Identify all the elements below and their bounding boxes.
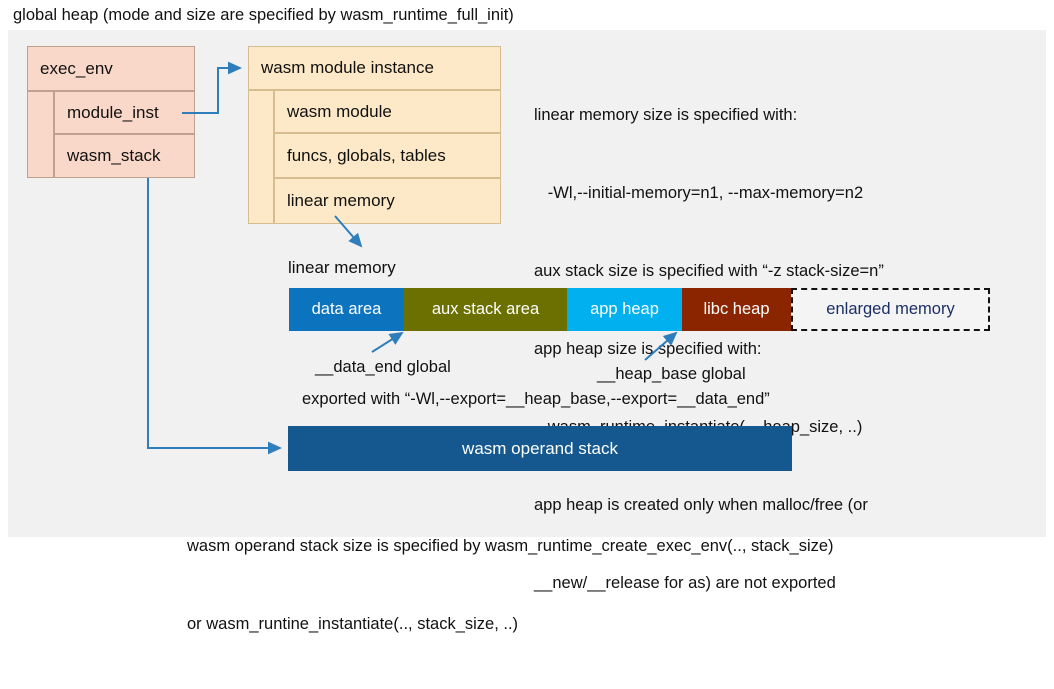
memory-segment-libc-heap: libc heap: [682, 288, 791, 331]
notes-line: -Wl,--initial-memory=n1, --max-memory=n2: [534, 184, 864, 202]
notes-line: linear memory size is specified with:: [534, 106, 798, 124]
module-instance-header: wasm module instance: [248, 46, 501, 90]
page-title: global heap (mode and size are specified…: [13, 6, 514, 24]
memory-config-notes: linear memory size is specified with: -W…: [534, 50, 1034, 648]
memory-segment-libc-heap-label: libc heap: [703, 300, 770, 318]
memory-segment-app-heap-label: app heap: [590, 300, 659, 318]
memory-segment-enlarged-memory: enlarged memory: [791, 288, 990, 331]
exec-env-row-wasm-stack: wasm_stack: [54, 134, 195, 178]
annotation-heap-base-global: __heap_base global: [597, 365, 746, 383]
linear-memory-layout-bar: data area aux stack area app heap libc h…: [289, 288, 990, 331]
annotation-exported-with: exported with “-Wl,--export=__heap_base,…: [302, 390, 770, 408]
memory-segment-enlarged-memory-label: enlarged memory: [826, 300, 955, 318]
operand-stack-notes: wasm operand stack size is specified by …: [187, 481, 834, 689]
exec-env-row-module-inst-label: module_inst: [67, 102, 159, 122]
notes-line: app heap is created only when malloc/fre…: [534, 496, 868, 514]
bottom-notes-line: wasm operand stack size is specified by …: [187, 537, 834, 555]
exec-env-header-label: exec_env: [40, 58, 113, 78]
wasm-operand-stack-label: wasm operand stack: [462, 438, 618, 458]
exec-env-header: exec_env: [27, 46, 195, 91]
memory-segment-app-heap: app heap: [567, 288, 682, 331]
module-instance-row-funcs-globals-tables: funcs, globals, tables: [274, 133, 501, 178]
module-instance-header-label: wasm module instance: [261, 58, 434, 77]
annotation-data-end-global: __data_end global: [315, 358, 451, 376]
module-instance-row-wasm-module-label: wasm module: [287, 101, 392, 121]
module-instance-row-linear-memory: linear memory: [274, 178, 501, 224]
wasm-operand-stack-bar: wasm operand stack: [288, 426, 792, 471]
memory-segment-data-area-label: data area: [311, 300, 382, 318]
memory-segment-data-area: data area: [289, 288, 404, 331]
exec-env-indent-column: [27, 91, 54, 178]
exec-env-row-wasm-stack-label: wasm_stack: [67, 146, 161, 165]
module-instance-row-funcs-globals-tables-label: funcs, globals, tables: [287, 145, 446, 165]
notes-line: aux stack size is specified with “-z sta…: [534, 262, 884, 280]
bottom-notes-line: or wasm_runtine_instantiate(.., stack_si…: [187, 615, 519, 633]
memory-segment-aux-stack-area: aux stack area: [404, 288, 567, 331]
linear-memory-caption: linear memory: [288, 258, 396, 277]
module-instance-row-linear-memory-label: linear memory: [287, 191, 395, 210]
memory-segment-aux-stack-area-label: aux stack area: [431, 300, 540, 318]
module-instance-indent-column: [248, 90, 274, 224]
exec-env-row-module-inst: module_inst: [54, 91, 195, 134]
notes-line: app heap size is specified with:: [534, 340, 762, 358]
module-instance-row-wasm-module: wasm module: [274, 90, 501, 133]
diagram-canvas: global heap (mode and size are specified…: [8, 6, 1046, 633]
